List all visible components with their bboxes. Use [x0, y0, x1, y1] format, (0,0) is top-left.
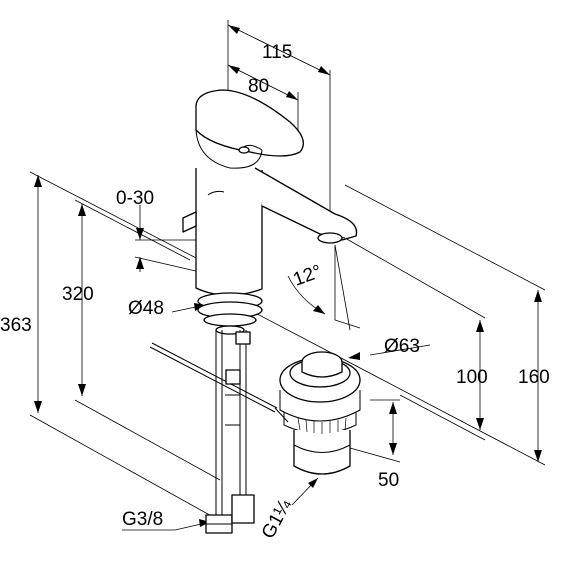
supply-hoses [149, 330, 278, 534]
dim-drain-height: 50 [378, 470, 399, 491]
dim-total-height: 363 [0, 315, 32, 336]
faucet-body [182, 89, 358, 335]
dim-spout-swivel: 12° [291, 261, 325, 291]
dim-hose-thread: G3/8 [122, 509, 163, 530]
dim-spout-offset: 80 [248, 76, 269, 97]
dimension-lines [29, 20, 546, 531]
dim-drain-thread: G1¼ [258, 495, 296, 542]
dim-lever-tilt: 0-30 [116, 188, 154, 209]
dim-overall-width: 115 [262, 42, 292, 63]
drain-assembly [274, 351, 361, 475]
dim-top-height: 160 [518, 367, 550, 388]
dim-body-height: 320 [62, 284, 94, 305]
dim-body-diameter: Ø48 [128, 298, 164, 319]
dim-spout-height: 100 [456, 367, 488, 388]
dim-drain-diameter: Ø63 [384, 336, 420, 357]
